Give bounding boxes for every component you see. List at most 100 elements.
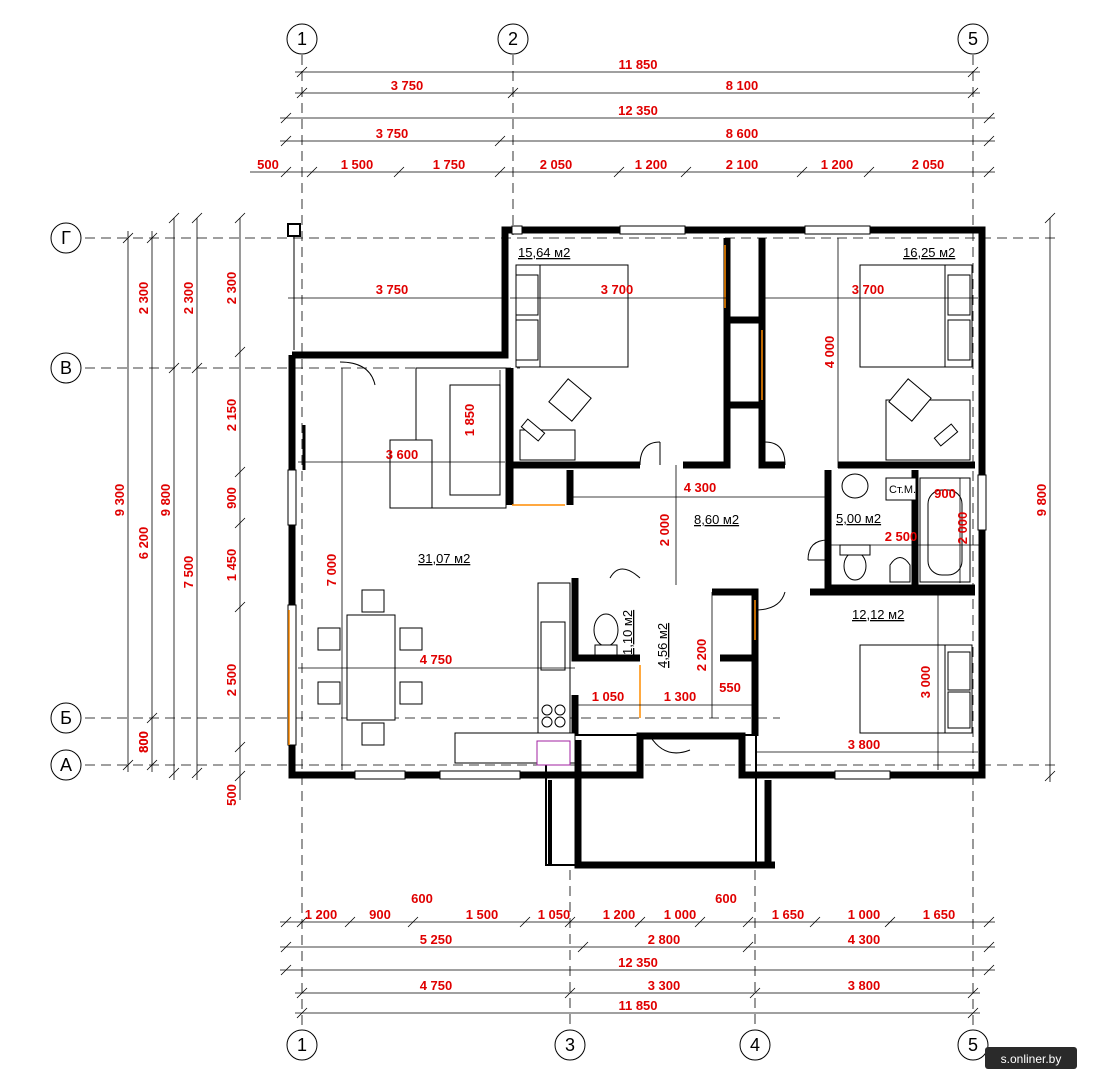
bed-bedroom2 <box>859 264 973 368</box>
dim-inner-550: 550 <box>719 680 741 695</box>
area-bedroom1: 15,64 м2 <box>518 245 570 260</box>
dim-bottom-5250: 5 250 <box>420 932 453 947</box>
dim-left-9800: 9 800 <box>158 484 173 517</box>
dim-left-2500: 2 500 <box>224 664 239 697</box>
axis-marker-left-G: Г <box>50 222 82 254</box>
furniture: Ст.М. <box>317 264 973 766</box>
right-dimension-lines: 9 800 <box>1034 212 1056 782</box>
desk-bedroom1 <box>519 378 592 461</box>
dim-top-1200b: 1 200 <box>821 157 854 172</box>
axis-marker-bottom-3: 3 <box>554 1029 586 1061</box>
dim-left-2150: 2 150 <box>224 399 239 432</box>
dim-top-2050b: 2 050 <box>912 157 945 172</box>
dim-bottom-3300: 3 300 <box>648 978 681 993</box>
dim-bottom-12350: 12 350 <box>618 955 658 970</box>
boiler-label: Ст.М. <box>889 484 916 496</box>
dim-inner-3750: 3 750 <box>376 282 409 297</box>
dim-bottom-3800: 3 800 <box>848 978 881 993</box>
dim-left-2300c: 2 300 <box>224 272 239 305</box>
dim-bottom-1200: 1 200 <box>305 907 338 922</box>
dim-inner-1050: 1 050 <box>592 689 625 704</box>
bathroom-fixtures: Ст.М. <box>839 473 971 583</box>
dim-left-800b: 800 <box>136 731 151 753</box>
axis-marker-left-V: В <box>50 352 82 384</box>
toilet-wc <box>593 613 619 656</box>
dim-left-1450: 1 450 <box>224 549 239 582</box>
svg-text:4: 4 <box>750 1035 760 1055</box>
dim-bottom-1050: 1 050 <box>538 907 571 922</box>
dim-bottom-2800: 2 800 <box>648 932 681 947</box>
doors <box>339 361 829 754</box>
dim-top-8600: 8 600 <box>726 126 759 141</box>
dim-inner-1850: 1 850 <box>462 404 477 437</box>
dim-bottom-600a: 600 <box>411 891 433 906</box>
area-wc: 1,10 м2 <box>620 610 635 655</box>
dim-left-500: 500 <box>224 784 239 806</box>
watermark-badge: s.onliner.by <box>985 1047 1077 1069</box>
dim-bottom-1200b: 1 200 <box>603 907 636 922</box>
kitchen-counter <box>454 582 576 766</box>
dim-inner-4750: 4 750 <box>420 652 453 667</box>
bed-bedroom3 <box>859 644 973 734</box>
axis-marker-top-1: 1 <box>286 23 318 55</box>
area-corridor: 4,56 м2 <box>655 623 670 668</box>
dim-top-8100: 8 100 <box>726 78 759 93</box>
dim-left-6200: 6 200 <box>136 527 151 560</box>
dim-inner-2000: 2 000 <box>657 514 672 547</box>
dim-top-3750b: 3 750 <box>376 126 409 141</box>
dim-top-11850: 11 850 <box>618 57 657 72</box>
desk-bedroom2 <box>885 378 971 461</box>
svg-text:1: 1 <box>297 1035 307 1055</box>
bed-bedroom1 <box>515 264 629 368</box>
windows <box>287 225 987 780</box>
dim-bottom-4750: 4 750 <box>420 978 453 993</box>
dim-inner-4000: 4 000 <box>822 336 837 369</box>
dim-bottom-4300: 4 300 <box>848 932 881 947</box>
svg-text:1: 1 <box>297 29 307 49</box>
area-bedroom2: 16,25 м2 <box>903 245 955 260</box>
area-living: 31,07 м2 <box>418 551 470 566</box>
axis-marker-left-A: А <box>50 749 82 781</box>
dining-table <box>317 589 423 746</box>
dim-bottom-600b: 600 <box>715 891 737 906</box>
grid-lines <box>85 55 1060 1030</box>
dim-top-1750: 1 750 <box>433 157 466 172</box>
dim-top-2100: 2 100 <box>726 157 759 172</box>
axis-marker-left-B: Б <box>50 702 82 734</box>
dim-left-7500: 7 500 <box>181 556 196 589</box>
bottom-dimension-lines: 600 600 1 200 900 1 500 1 050 1 200 1 00… <box>280 891 995 1019</box>
dim-bottom-1500: 1 500 <box>466 907 499 922</box>
svg-text:2: 2 <box>508 29 518 49</box>
dim-inner-900: 900 <box>934 486 956 501</box>
inner-dimensions: 3 750 3 700 3 700 4 000 1 850 3 600 4 30… <box>288 238 980 770</box>
svg-text:А: А <box>60 755 72 775</box>
dim-right-9800: 9 800 <box>1034 484 1049 517</box>
axis-markers: 1 2 5 1 3 4 5 Г В Б А <box>50 23 989 1061</box>
svg-text:Б: Б <box>60 708 72 728</box>
dim-top-500: 500 <box>257 157 279 172</box>
dim-inner-3600: 3 600 <box>386 447 419 462</box>
left-dimension-lines: 9 300 2 300 6 200 800 9 800 2 300 7 500 … <box>112 212 246 806</box>
dim-bottom-1000: 1 000 <box>664 907 697 922</box>
svg-text:3: 3 <box>565 1035 575 1055</box>
watermark-text: s.onliner.by <box>1001 1052 1062 1066</box>
svg-text:5: 5 <box>968 1035 978 1055</box>
area-bathroom: 5,00 м2 <box>836 511 881 526</box>
dim-bottom-1650: 1 650 <box>772 907 805 922</box>
room-areas: 15,64 м2 16,25 м2 31,07 м2 8,60 м2 5,00 … <box>418 245 955 668</box>
dim-inner-3800: 3 800 <box>848 737 881 752</box>
axis-marker-bottom-5: 5 <box>957 1029 989 1061</box>
dim-inner-4300: 4 300 <box>684 480 717 495</box>
axis-marker-bottom-1: 1 <box>286 1029 318 1061</box>
top-dimension-lines: 11 850 3 750 8 100 12 350 3 750 8 600 50… <box>250 57 995 178</box>
svg-text:В: В <box>60 358 72 378</box>
dim-bottom-1650b: 1 650 <box>923 907 956 922</box>
axis-marker-bottom-4: 4 <box>739 1029 771 1061</box>
dim-left-900: 900 <box>224 487 239 509</box>
dim-inner-3700a: 3 700 <box>601 282 634 297</box>
svg-text:5: 5 <box>968 29 978 49</box>
svg-text:Г: Г <box>61 228 71 248</box>
dim-bottom-1000b: 1 000 <box>848 907 881 922</box>
dim-left-9300: 9 300 <box>112 484 127 517</box>
